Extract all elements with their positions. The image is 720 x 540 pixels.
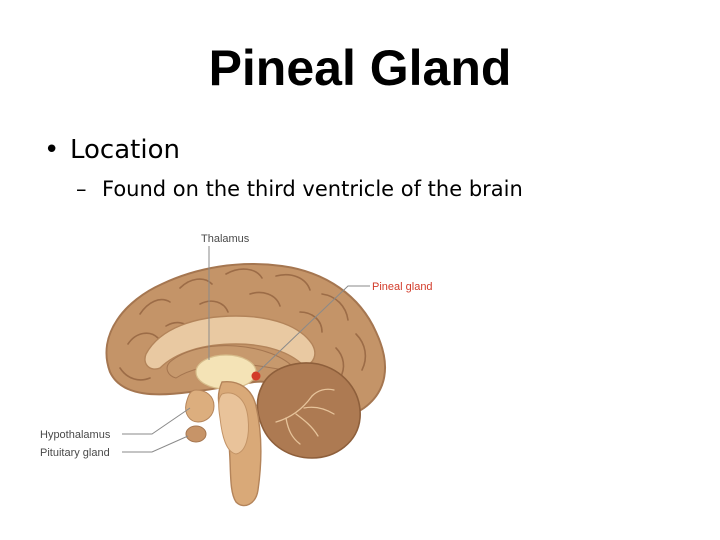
brain-diagram: Thalamus Pineal gland Hypothalamus Pitui… [40,233,433,507]
label-thalamus: Thalamus [201,233,250,245]
hypothalamus-region [185,389,215,423]
cerebellum [256,362,361,459]
bullet-marker: • [44,135,60,165]
sub-bullet-text: Found on the third ventricle of the brai… [102,177,523,201]
bullet-text: Location [70,135,180,165]
label-pituitary-gland: Pituitary gland [40,447,110,459]
pituitary-region [185,425,207,443]
bullet-level-2: –Found on the third ventricle of the bra… [76,174,523,204]
leader-lines [122,246,370,453]
sub-bullet-marker: – [76,177,87,201]
slide-title: Pineal Gland [208,40,512,96]
bullet-level-1: • Location [44,132,180,168]
pons [218,392,249,455]
cerebellum-arbor [275,388,335,445]
label-pineal-gland: Pineal gland [372,281,433,293]
label-hypothalamus: Hypothalamus [40,429,111,441]
pineal-gland-marker [251,371,261,381]
